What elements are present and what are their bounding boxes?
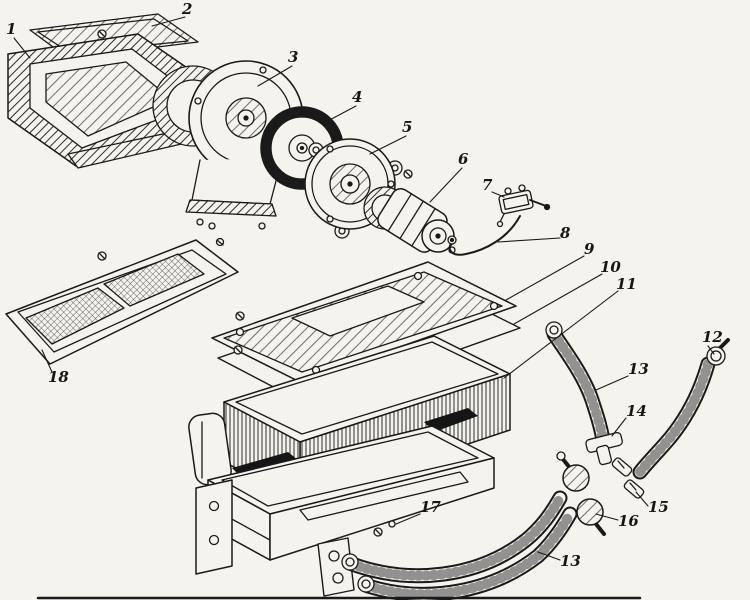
leader-line-7-6: [491, 191, 505, 198]
cover-panels: [211, 261, 521, 405]
part-label-3-2: 3: [288, 48, 299, 66]
leader-line-6-5: [429, 167, 463, 203]
lower-housing: [195, 408, 495, 597]
leader-line-10-9: [513, 273, 603, 325]
leader-line-11-10: [503, 290, 619, 379]
part-label-14-13: 14: [626, 402, 647, 420]
leader-lines: [13, 16, 715, 561]
leader-line-14-13: [611, 417, 627, 437]
part-label-7-6: 7: [482, 176, 493, 194]
part-label-13-16: 13: [560, 552, 581, 570]
hoses-upper: [545, 321, 730, 480]
blower-assembly: [152, 60, 456, 254]
part-label-6-5: 6: [458, 150, 469, 168]
part-label-15-14: 15: [648, 498, 669, 516]
leader-line-17-17: [395, 513, 421, 525]
part-label-4-3: 4: [352, 88, 363, 106]
leader-line-8-7: [497, 237, 561, 243]
hoses-lower: [341, 490, 578, 600]
part-label-16-15: 16: [618, 512, 639, 530]
part-label-13-12: 13: [628, 360, 649, 378]
leader-line-15-14: [635, 491, 649, 507]
part-label-10-9: 10: [600, 258, 621, 276]
leader-line-5-4: [369, 135, 407, 155]
part-label-17-17: 17: [420, 498, 441, 516]
part-label-8-7: 8: [560, 224, 571, 242]
leader-line-3-2: [257, 65, 293, 87]
part-label-18-18: 18: [48, 368, 69, 386]
grille-panel: [5, 237, 239, 365]
part-label-5-4: 5: [402, 118, 413, 136]
part-label-2-1: 2: [182, 0, 193, 18]
part-label-9-8: 9: [584, 240, 595, 258]
leader-line-16-15: [595, 513, 619, 521]
leader-line-4-3: [321, 105, 357, 125]
switch-wire: [447, 215, 521, 256]
fittings-and-valves: [556, 432, 645, 536]
leader-line-12-11: [707, 345, 715, 355]
leader-line-13-16: [537, 551, 561, 561]
leader-line-13-12: [595, 375, 629, 391]
part-label-12-11: 12: [702, 328, 723, 346]
part-label-11-10: 11: [616, 275, 637, 293]
heater-switch: [496, 184, 551, 228]
leader-line-1-0: [13, 37, 31, 59]
leader-line-18-18: [41, 349, 53, 373]
leader-line-9-8: [505, 255, 585, 301]
part-label-1-0: 1: [6, 20, 17, 38]
leader-line-2-1: [151, 16, 186, 27]
